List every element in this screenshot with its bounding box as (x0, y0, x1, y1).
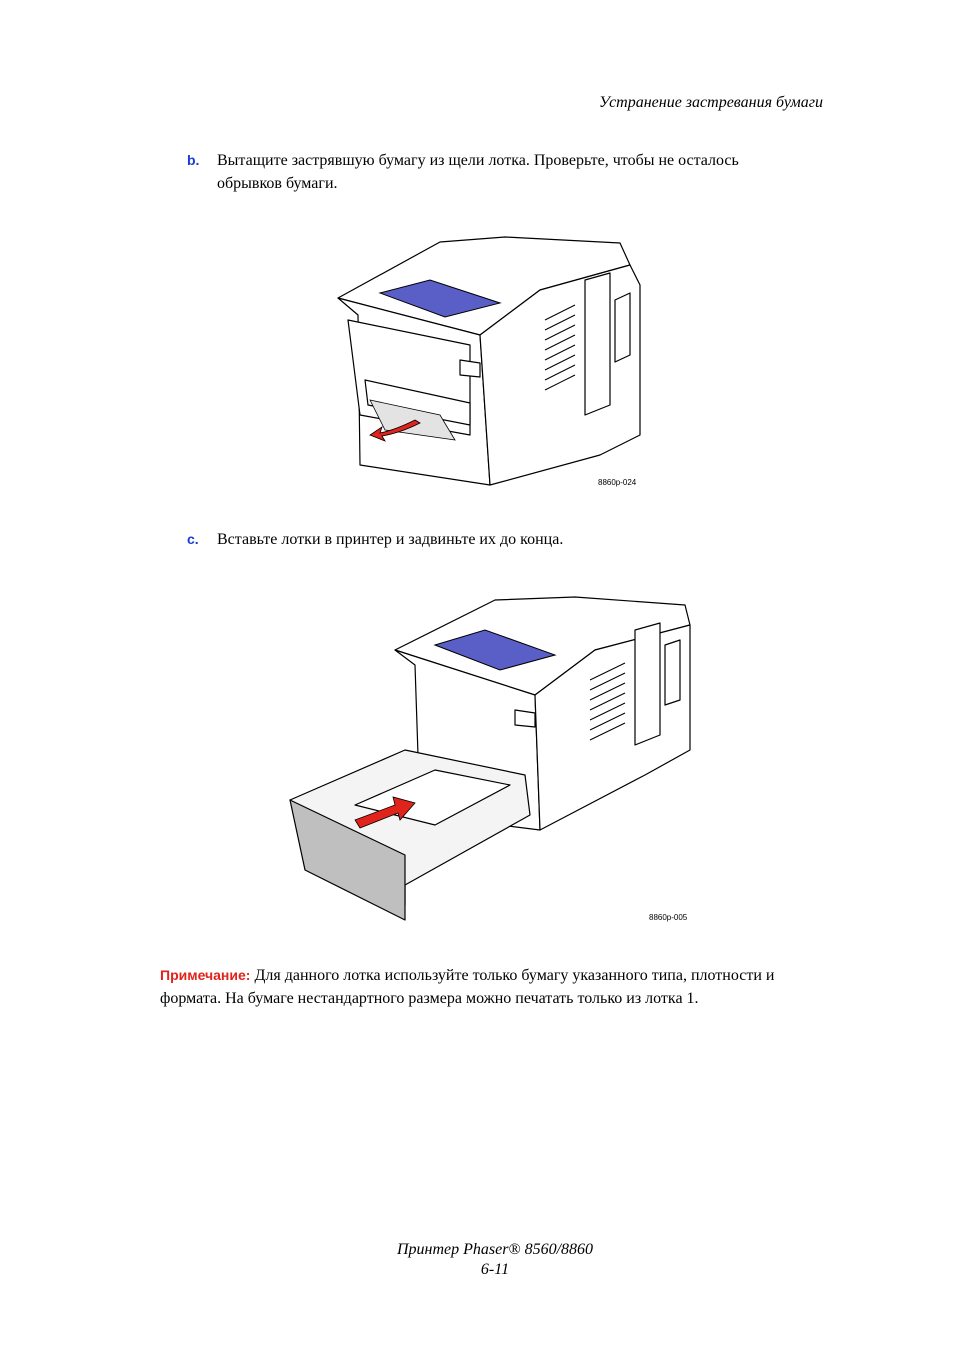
figure-paper-jam: 8860p-024 (330, 225, 650, 495)
printer-paper-jam-icon (337, 236, 641, 486)
note-label: Примечание: (160, 967, 251, 983)
figure-code: 8860p-024 (598, 478, 637, 487)
step-c-letter: c. (187, 531, 199, 547)
footer-product: Принтер Phaser® 8560/8860 (396, 1241, 594, 1258)
figure-code: 8860p-005 (649, 913, 688, 922)
step-b-letter: b. (187, 152, 200, 168)
printer-tray-insert-icon (289, 596, 691, 921)
note: Примечание: Для данного лотка используйт… (160, 964, 830, 1010)
footer-page-number: 6-11 (480, 1261, 510, 1278)
step-b-text: Вытащите застрявшую бумагу из щели лотка… (217, 152, 739, 192)
note-text: Для данного лотка используйте только бум… (160, 967, 775, 1007)
step-c-text: Вставьте лотки в принтер и задвиньте их … (217, 531, 564, 548)
step-c: c. Вставьте лотки в принтер и задвиньте … (187, 528, 807, 551)
figure-tray-insert: 8860p-005 (285, 585, 695, 930)
step-b: b. Вытащите застрявшую бумагу из щели ло… (187, 149, 807, 195)
running-header: Устранение застревания бумаги (599, 94, 823, 111)
